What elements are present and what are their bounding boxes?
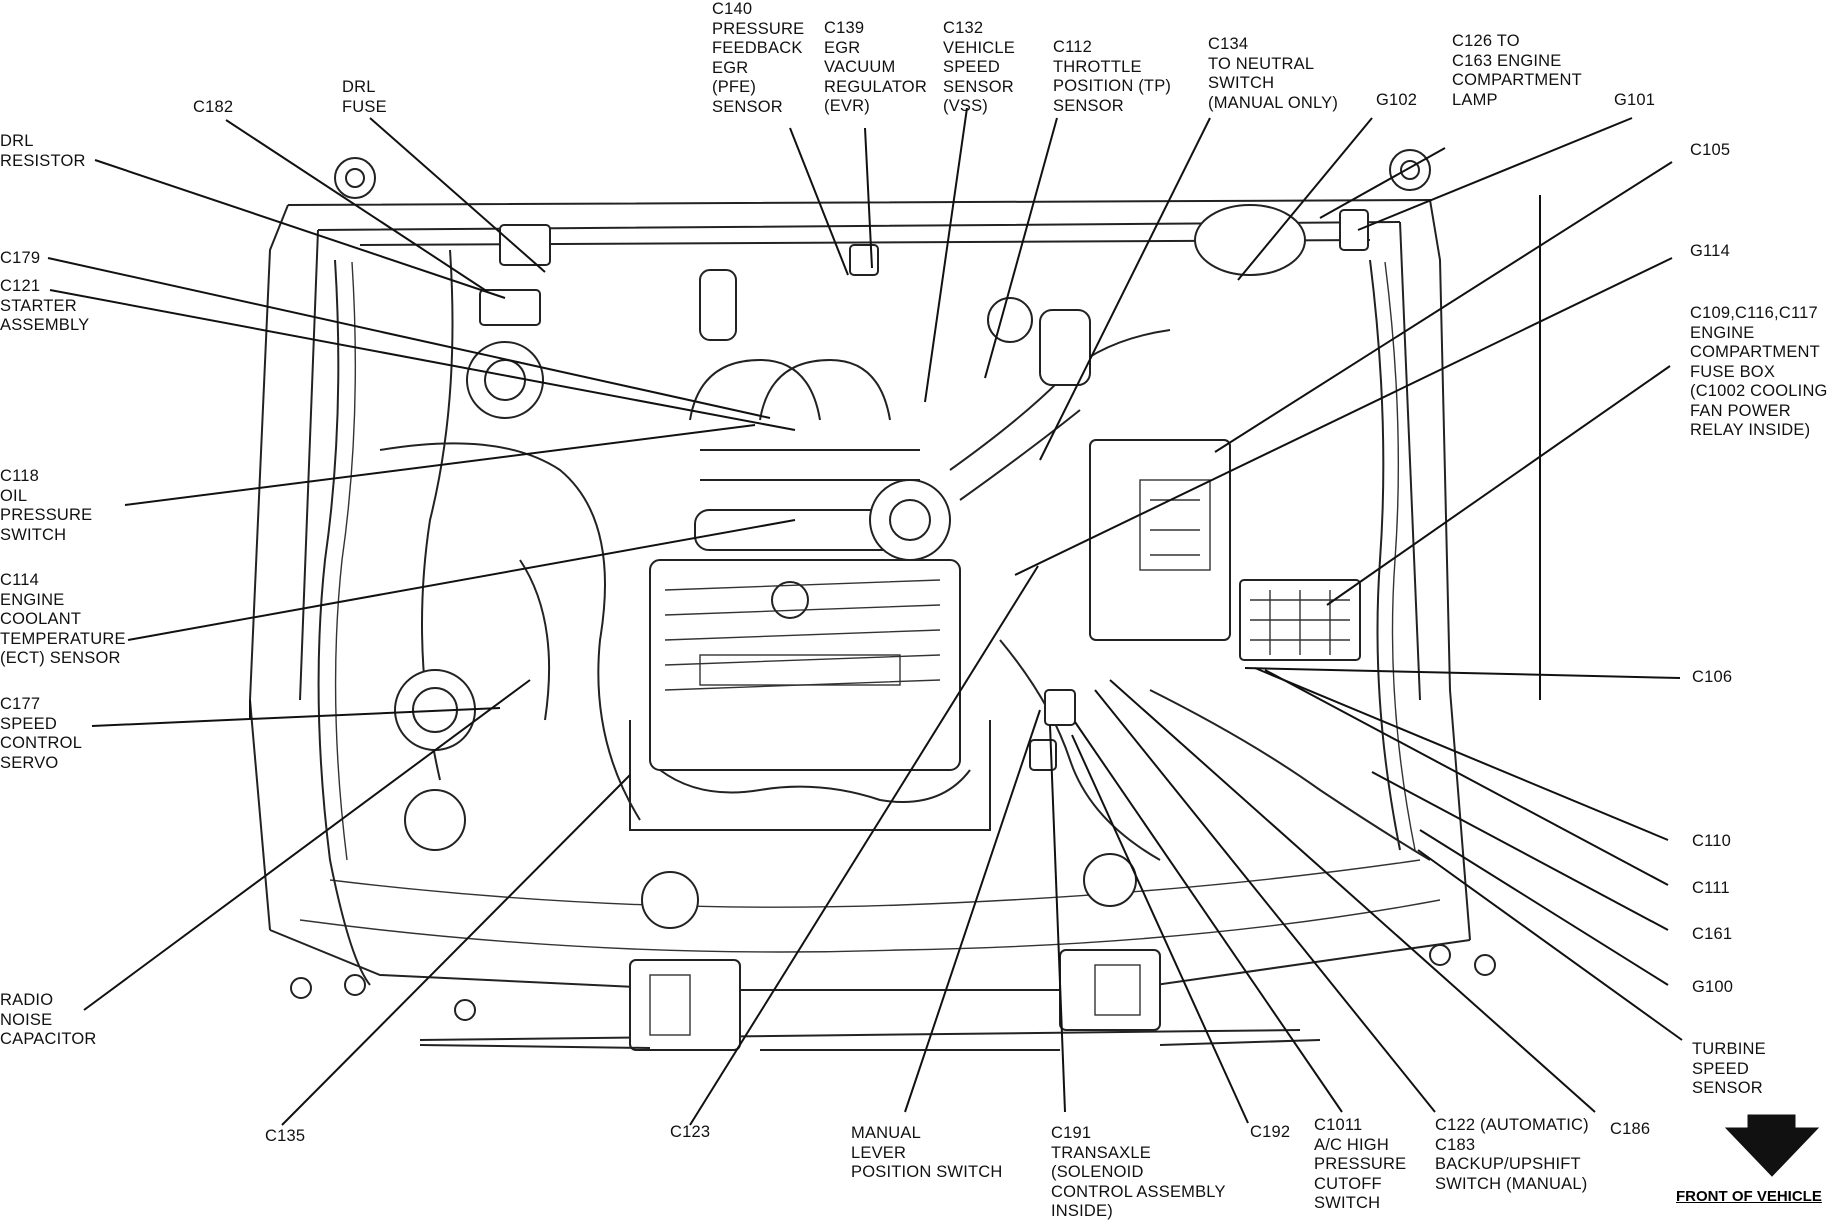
leader-lines xyxy=(47,107,1683,1126)
label-c161: C161 xyxy=(1692,925,1733,943)
label-c118: C118 OIL PRESSURE SWITCH xyxy=(0,467,93,544)
label-c110: C110 xyxy=(1692,832,1732,850)
label-c126: C126 TO C163 ENGINE COMPARTMENT LAMP xyxy=(1452,32,1582,109)
label-c122-c183: C122 (AUTOMATIC) C183 BACKUP/UPSHIFT SWI… xyxy=(1435,1116,1589,1193)
label-c135: C135 xyxy=(265,1127,306,1145)
label-c114: C114 ENGINE COOLANT TEMPERATURE (ECT) SE… xyxy=(0,571,126,667)
label-drl-fuse: DRL FUSE xyxy=(342,78,387,116)
label-c191: C191 TRANSAXLE (SOLENOID CONTROL ASSEMBL… xyxy=(1051,1124,1226,1220)
label-manual-lever-position-switch: MANUAL LEVER POSITION SWITCH xyxy=(851,1124,1003,1181)
label-c182: C182 xyxy=(193,98,234,116)
label-c186: C186 xyxy=(1610,1120,1651,1138)
label-c109-fuse-box: C109,C116,C117 ENGINE COMPARTMENT FUSE B… xyxy=(1690,304,1828,439)
label-c134: C134 TO NEUTRAL SWITCH (MANUAL ONLY) xyxy=(1208,35,1339,112)
label-c123: C123 xyxy=(670,1123,711,1141)
down-arrow-icon xyxy=(1724,1114,1820,1177)
label-c105: C105 xyxy=(1690,141,1731,159)
label-c132: C132 VEHICLE SPEED SENSOR (VSS) xyxy=(943,19,1016,115)
label-radio-noise-capacitor: RADIO NOISE CAPACITOR xyxy=(0,991,97,1048)
label-front-of-vehicle: FRONT OF VEHICLE xyxy=(1676,1188,1822,1205)
label-c1011: C1011 A/C HIGH PRESSURE CUTOFF SWITCH xyxy=(1314,1116,1407,1212)
label-c179: C179 xyxy=(0,249,41,267)
label-g101: G101 xyxy=(1614,91,1656,109)
label-g114: G114 xyxy=(1690,242,1730,260)
label-g100: G100 xyxy=(1692,978,1734,996)
label-c111: C111 xyxy=(1692,879,1730,897)
label-drl-resistor: DRL RESISTOR xyxy=(0,132,86,170)
label-c139: C139 EGR VACUUM REGULATOR (EVR) xyxy=(824,19,927,115)
label-g102: G102 xyxy=(1376,91,1418,109)
label-turbine-speed-sensor: TURBINE SPEED SENSOR xyxy=(1692,1040,1766,1097)
label-c140: C140 PRESSURE FEEDBACK EGR (PFE) SENSOR xyxy=(712,0,805,116)
label-c112: C112 THROTTLE POSITION (TP) SENSOR xyxy=(1053,38,1172,115)
label-c177: C177 SPEED CONTROL SERVO xyxy=(0,695,83,772)
label-c106: C106 xyxy=(1692,668,1733,686)
label-c192: C192 xyxy=(1250,1123,1291,1141)
engine-bay-drawing xyxy=(248,149,1496,1051)
label-c121: C121 STARTER ASSEMBLY xyxy=(0,277,90,334)
